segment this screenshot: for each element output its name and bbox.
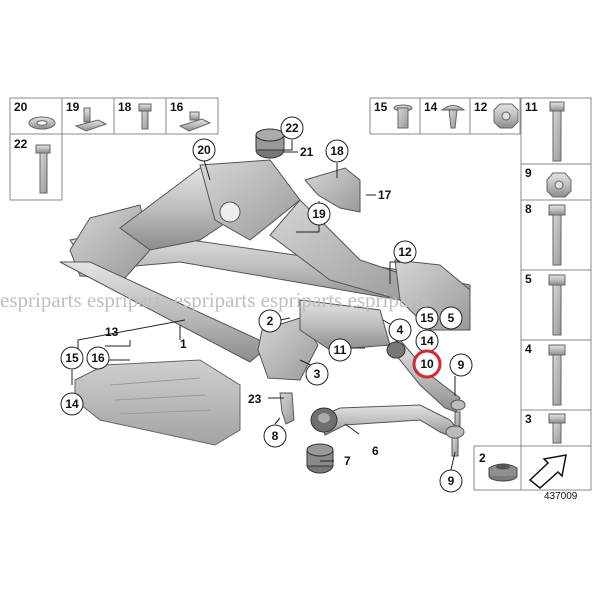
part-label-12: 12 bbox=[474, 100, 488, 114]
expansion-nut-icon bbox=[393, 104, 413, 129]
callout-11: 11 bbox=[328, 338, 352, 362]
svg-text:11: 11 bbox=[334, 343, 347, 357]
front-axle-subframe bbox=[59, 128, 471, 381]
part-label-11: 11 bbox=[525, 100, 538, 114]
small-bracket bbox=[279, 392, 295, 425]
leader-lines bbox=[71, 140, 456, 471]
svg-text:5: 5 bbox=[448, 311, 455, 325]
hex-nut-icon bbox=[546, 172, 572, 198]
part-label-19: 19 bbox=[66, 100, 80, 114]
hydro-mount bbox=[306, 443, 334, 474]
callout-2: 2 bbox=[258, 309, 282, 333]
part-label-9: 9 bbox=[525, 166, 532, 180]
callout-6: 6 bbox=[372, 444, 379, 458]
svg-text:15: 15 bbox=[65, 351, 79, 365]
svg-text:2: 2 bbox=[267, 314, 274, 328]
part-label-3: 3 bbox=[525, 412, 532, 426]
callout-16: 16 bbox=[86, 346, 110, 370]
callout-18: 18 bbox=[325, 139, 349, 163]
bracket-part bbox=[304, 167, 361, 213]
callout-21: 21 bbox=[300, 145, 314, 159]
callout-9a: 9 bbox=[449, 353, 473, 377]
svg-text:12: 12 bbox=[398, 245, 412, 259]
callout-8: 8 bbox=[263, 424, 287, 448]
svg-text:19: 19 bbox=[312, 207, 326, 221]
svg-text:14: 14 bbox=[65, 397, 79, 411]
washer-icon bbox=[28, 116, 56, 130]
control-arm bbox=[317, 404, 459, 439]
diagram-id: 437009 bbox=[544, 491, 578, 502]
part-label-4: 4 bbox=[525, 342, 532, 356]
part-label-14: 14 bbox=[424, 100, 438, 114]
arm-bushing bbox=[310, 407, 338, 433]
callout-3: 3 bbox=[305, 362, 329, 386]
parts-panel-top-right: 15 14 12 bbox=[369, 97, 521, 135]
svg-text:14: 14 bbox=[420, 334, 434, 348]
bolt-icon bbox=[548, 413, 566, 444]
clip-nut-icon bbox=[74, 107, 108, 132]
callout-7: 7 bbox=[344, 454, 351, 468]
svg-text:8: 8 bbox=[272, 429, 279, 443]
callouts: 22 20 21 18 17 19 12 1 13 15 16 14 2 11 … bbox=[60, 116, 473, 493]
part-label-2: 2 bbox=[479, 451, 486, 465]
hex-nut-icon bbox=[493, 103, 519, 129]
bolt-icon bbox=[548, 344, 566, 406]
watermark-text: espriparts espriparts espriparts espripa… bbox=[0, 288, 429, 312]
expanding-rivet-icon bbox=[440, 105, 466, 129]
bushing-icon bbox=[488, 463, 518, 482]
part-label-8: 8 bbox=[525, 202, 532, 216]
svg-text:15: 15 bbox=[420, 311, 434, 325]
ball-joint bbox=[445, 425, 465, 457]
part-label-15: 15 bbox=[374, 100, 388, 114]
callout-15a: 15 bbox=[60, 346, 84, 370]
part-label-16: 16 bbox=[170, 100, 184, 114]
bolt-icon bbox=[138, 103, 152, 130]
bolt-icon bbox=[549, 101, 565, 162]
svg-text:22: 22 bbox=[285, 121, 299, 135]
callout-12: 12 bbox=[393, 240, 417, 264]
parts-panel-top-left: 20 19 18 16 22 bbox=[9, 97, 219, 201]
callout-9b: 9 bbox=[439, 469, 463, 493]
bolt-icon bbox=[35, 144, 51, 194]
part-label-20: 20 bbox=[14, 100, 28, 114]
svg-text:20: 20 bbox=[197, 143, 211, 157]
svg-text:9: 9 bbox=[458, 358, 465, 372]
part-label-18: 18 bbox=[118, 100, 132, 114]
svg-text:10: 10 bbox=[420, 357, 434, 371]
part-label-5: 5 bbox=[525, 272, 532, 286]
callout-13: 13 bbox=[105, 325, 119, 339]
callout-22: 22 bbox=[280, 116, 304, 140]
svg-text:9: 9 bbox=[448, 474, 455, 488]
part-label-22: 22 bbox=[14, 137, 28, 151]
callout-15b: 15 bbox=[415, 306, 439, 330]
parts-column-right: 11 9 8 5 4 3 2 bbox=[473, 97, 592, 491]
callout-10-highlighted: 10 bbox=[412, 349, 442, 379]
svg-text:16: 16 bbox=[91, 351, 105, 365]
callout-5: 5 bbox=[439, 306, 463, 330]
clip-nut-icon bbox=[178, 111, 212, 132]
underbody-shield bbox=[74, 359, 241, 446]
direction-arrow-icon bbox=[528, 454, 567, 489]
callout-1: 1 bbox=[180, 337, 187, 351]
callout-4: 4 bbox=[388, 318, 412, 342]
callout-17: 17 bbox=[378, 188, 392, 202]
callout-23: 23 bbox=[248, 392, 262, 406]
svg-text:3: 3 bbox=[314, 367, 321, 381]
callout-14a: 14 bbox=[60, 392, 84, 416]
svg-text:4: 4 bbox=[397, 323, 404, 337]
bolt-icon bbox=[548, 204, 566, 266]
bolt-icon bbox=[548, 274, 566, 336]
svg-text:18: 18 bbox=[330, 144, 344, 158]
callout-14b: 14 bbox=[415, 329, 439, 353]
callout-20: 20 bbox=[192, 138, 216, 162]
callout-19: 19 bbox=[307, 202, 331, 226]
